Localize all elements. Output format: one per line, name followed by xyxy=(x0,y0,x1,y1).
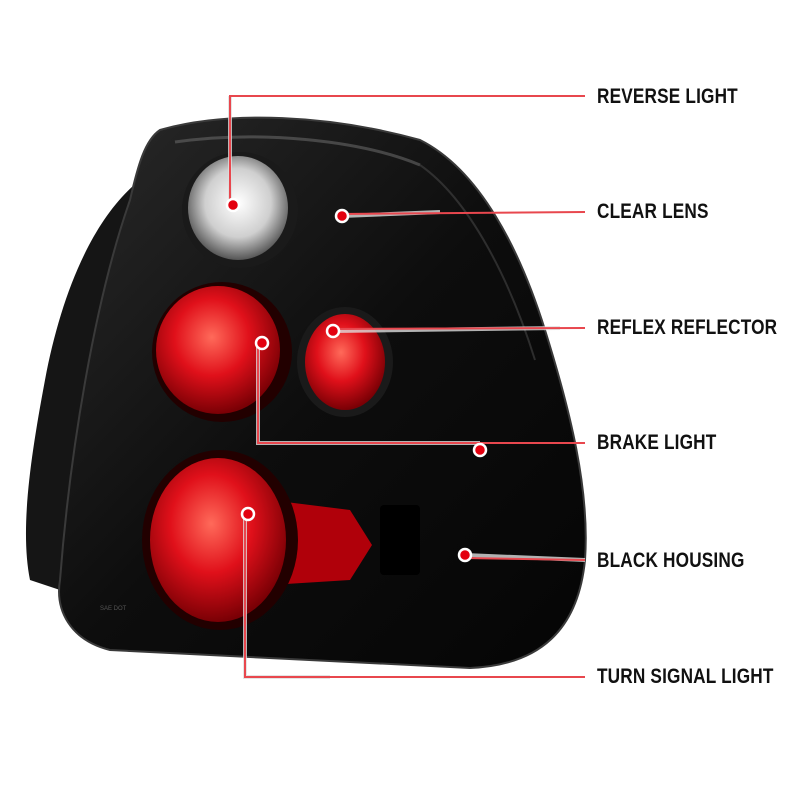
label-reflex-reflector: REFLEX REFLECTOR xyxy=(597,316,778,339)
dot-housing xyxy=(457,547,473,563)
callout-line-reflector xyxy=(332,327,586,330)
label-turn-signal-light: TURN SIGNAL LIGHT xyxy=(597,665,774,688)
dot-clear-lens xyxy=(334,208,350,224)
label-black-housing: BLACK HOUSING xyxy=(597,549,745,572)
label-brake-light: BRAKE LIGHT xyxy=(597,431,717,454)
callout-line-reverse xyxy=(229,95,585,205)
callout-dots xyxy=(225,197,488,563)
callout-line-turn xyxy=(244,514,585,678)
label-reverse-light: REVERSE LIGHT xyxy=(597,85,738,108)
dot-turn xyxy=(240,506,256,522)
dot-reflector xyxy=(325,323,341,339)
dot-reverse xyxy=(225,197,241,213)
dot-brake-2 xyxy=(472,442,488,458)
dot-brake xyxy=(254,335,270,351)
svg-text:SAE DOT: SAE DOT xyxy=(100,606,127,612)
callout-line-housing xyxy=(464,557,586,561)
callout-line-clear-lens xyxy=(341,211,586,215)
callout-line-brake xyxy=(257,343,585,444)
label-clear-lens: CLEAR LENS xyxy=(597,200,709,223)
